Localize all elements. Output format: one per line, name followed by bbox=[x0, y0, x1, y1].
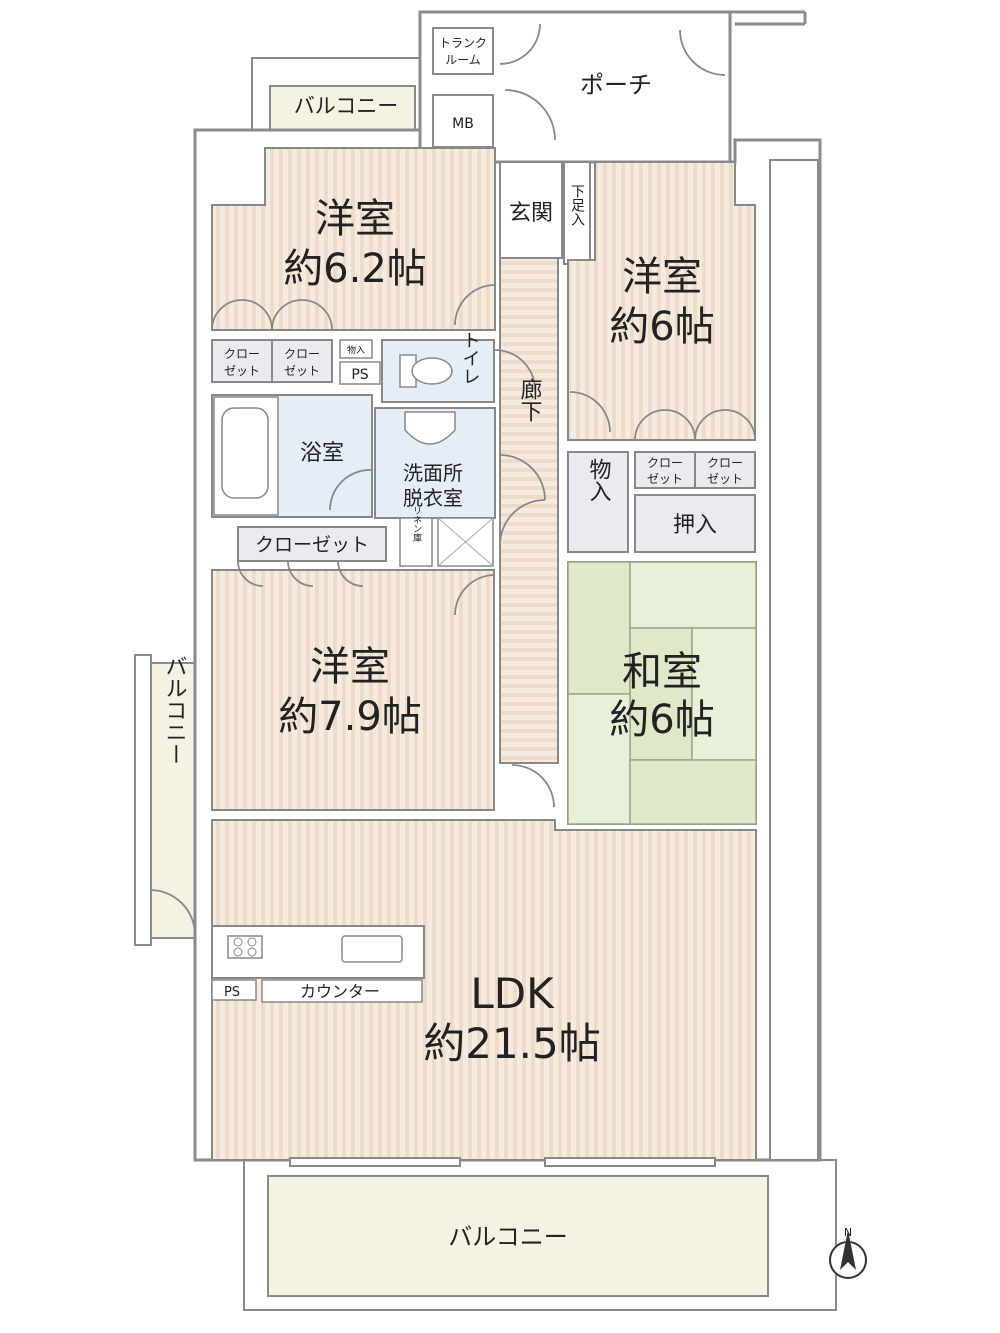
label-western-1-name: 洋室 bbox=[315, 196, 395, 242]
label-porch: ポーチ bbox=[580, 71, 652, 99]
label-washroom-2: 脱衣室 bbox=[403, 486, 463, 510]
label-closet-long: クローゼット bbox=[255, 534, 369, 556]
storage bbox=[567, 451, 629, 553]
label-ldk-area: 約21.5帖 bbox=[423, 1019, 601, 1068]
label-washroom-1: 洗面所 bbox=[403, 461, 463, 485]
label-small-storage: 物入 bbox=[347, 344, 365, 356]
label-western-1-area: 約6.2帖 bbox=[283, 246, 427, 292]
balcony-left bbox=[149, 662, 199, 939]
label-balcony-top: バルコニー bbox=[294, 94, 399, 118]
label-shoe-box: 下足入 bbox=[569, 184, 585, 226]
label-closet-b-2: ゼット bbox=[284, 364, 320, 378]
label-balcony-left: バルコニー bbox=[162, 655, 187, 765]
label-closet-c-1: クロー bbox=[647, 456, 683, 470]
label-ldk-name: LDK bbox=[470, 969, 555, 1018]
room-western-2 bbox=[567, 161, 756, 441]
label-closet-d-2: ゼット bbox=[707, 472, 743, 486]
label-ps-2: PS bbox=[224, 985, 240, 1000]
closet-long bbox=[237, 526, 387, 562]
label-mb: MB bbox=[452, 116, 474, 132]
label-closet-a-1: クロー bbox=[224, 347, 260, 361]
door-swings bbox=[149, 23, 756, 936]
label-closet-a-2: ゼット bbox=[224, 364, 260, 378]
label-western-2-name: 洋室 bbox=[622, 254, 702, 300]
north-label: N bbox=[844, 1226, 852, 1239]
label-trunk-room-2: ルーム bbox=[445, 53, 481, 67]
label-western-3-area: 約7.9帖 bbox=[278, 694, 422, 740]
balcony-bottom bbox=[267, 1175, 769, 1297]
label-counter: カウンター bbox=[300, 982, 380, 1001]
room-western-3 bbox=[211, 569, 495, 811]
label-japanese-area: 約6帖 bbox=[609, 697, 714, 743]
room-japanese bbox=[567, 561, 757, 825]
label-hallway: 廊下 bbox=[517, 378, 543, 422]
oshiire bbox=[634, 494, 756, 553]
closet-a bbox=[211, 339, 273, 383]
label-japanese-name: 和室 bbox=[622, 649, 702, 695]
label-western-3-name: 洋室 bbox=[310, 644, 390, 690]
label-toilet: トイレ bbox=[460, 331, 481, 385]
closet-d bbox=[694, 451, 756, 489]
shoe-box bbox=[563, 161, 591, 265]
north-arrow-icon: N bbox=[829, 1226, 867, 1279]
label-balcony-bottom: バルコニー bbox=[448, 1223, 568, 1251]
label-bath: 浴室 bbox=[300, 441, 344, 466]
room-ldk bbox=[211, 819, 757, 1161]
label-closet-b-1: クロー bbox=[284, 347, 320, 361]
label-oshiire: 押入 bbox=[673, 513, 717, 538]
label-ps-1: PS bbox=[351, 367, 368, 383]
label-closet-d-1: クロー bbox=[707, 456, 743, 470]
label-closet-c-2: ゼット bbox=[647, 472, 683, 486]
label-storage: 物入 bbox=[586, 458, 612, 502]
label-linen: リネン庫 bbox=[411, 506, 422, 543]
hallway bbox=[499, 257, 559, 764]
closet-b bbox=[271, 339, 333, 383]
label-entrance: 玄関 bbox=[509, 201, 553, 226]
label-trunk-room-1: トランク bbox=[439, 36, 487, 50]
windows-bottom bbox=[289, 1157, 716, 1167]
label-western-2-area: 約6帖 bbox=[609, 304, 714, 350]
balcony-top bbox=[269, 85, 416, 131]
entrance bbox=[499, 161, 563, 259]
